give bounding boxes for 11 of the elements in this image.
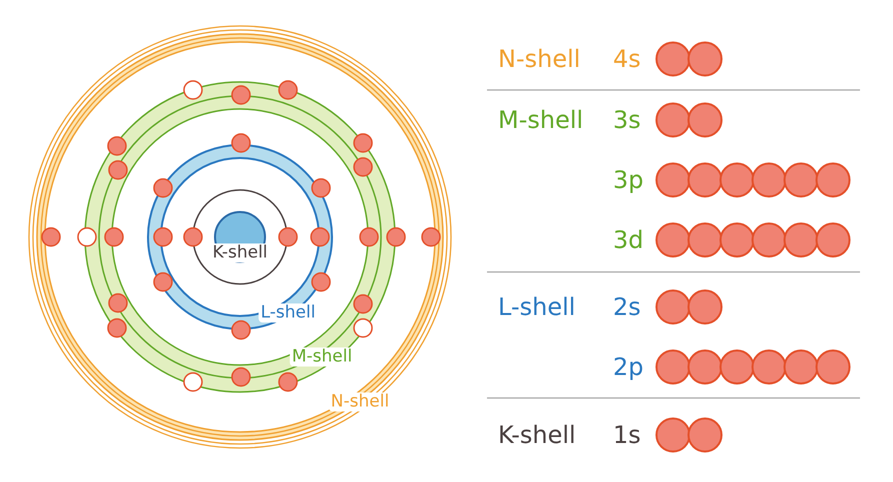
subshell-label: 2s [613, 295, 641, 319]
shell-name: K-shell [498, 423, 576, 447]
subshell-label: 4s [613, 47, 641, 71]
shell-name: L-shell [498, 295, 576, 319]
subshell-label: 3s [613, 108, 641, 132]
subshell-label: 1s [613, 423, 641, 447]
shell-name: N-shell [498, 47, 580, 71]
subshell-label: 3p [613, 168, 644, 192]
subshell-label: 2p [613, 355, 644, 379]
subshell-label: 3d [613, 228, 644, 252]
shell-name: M-shell [498, 108, 584, 132]
